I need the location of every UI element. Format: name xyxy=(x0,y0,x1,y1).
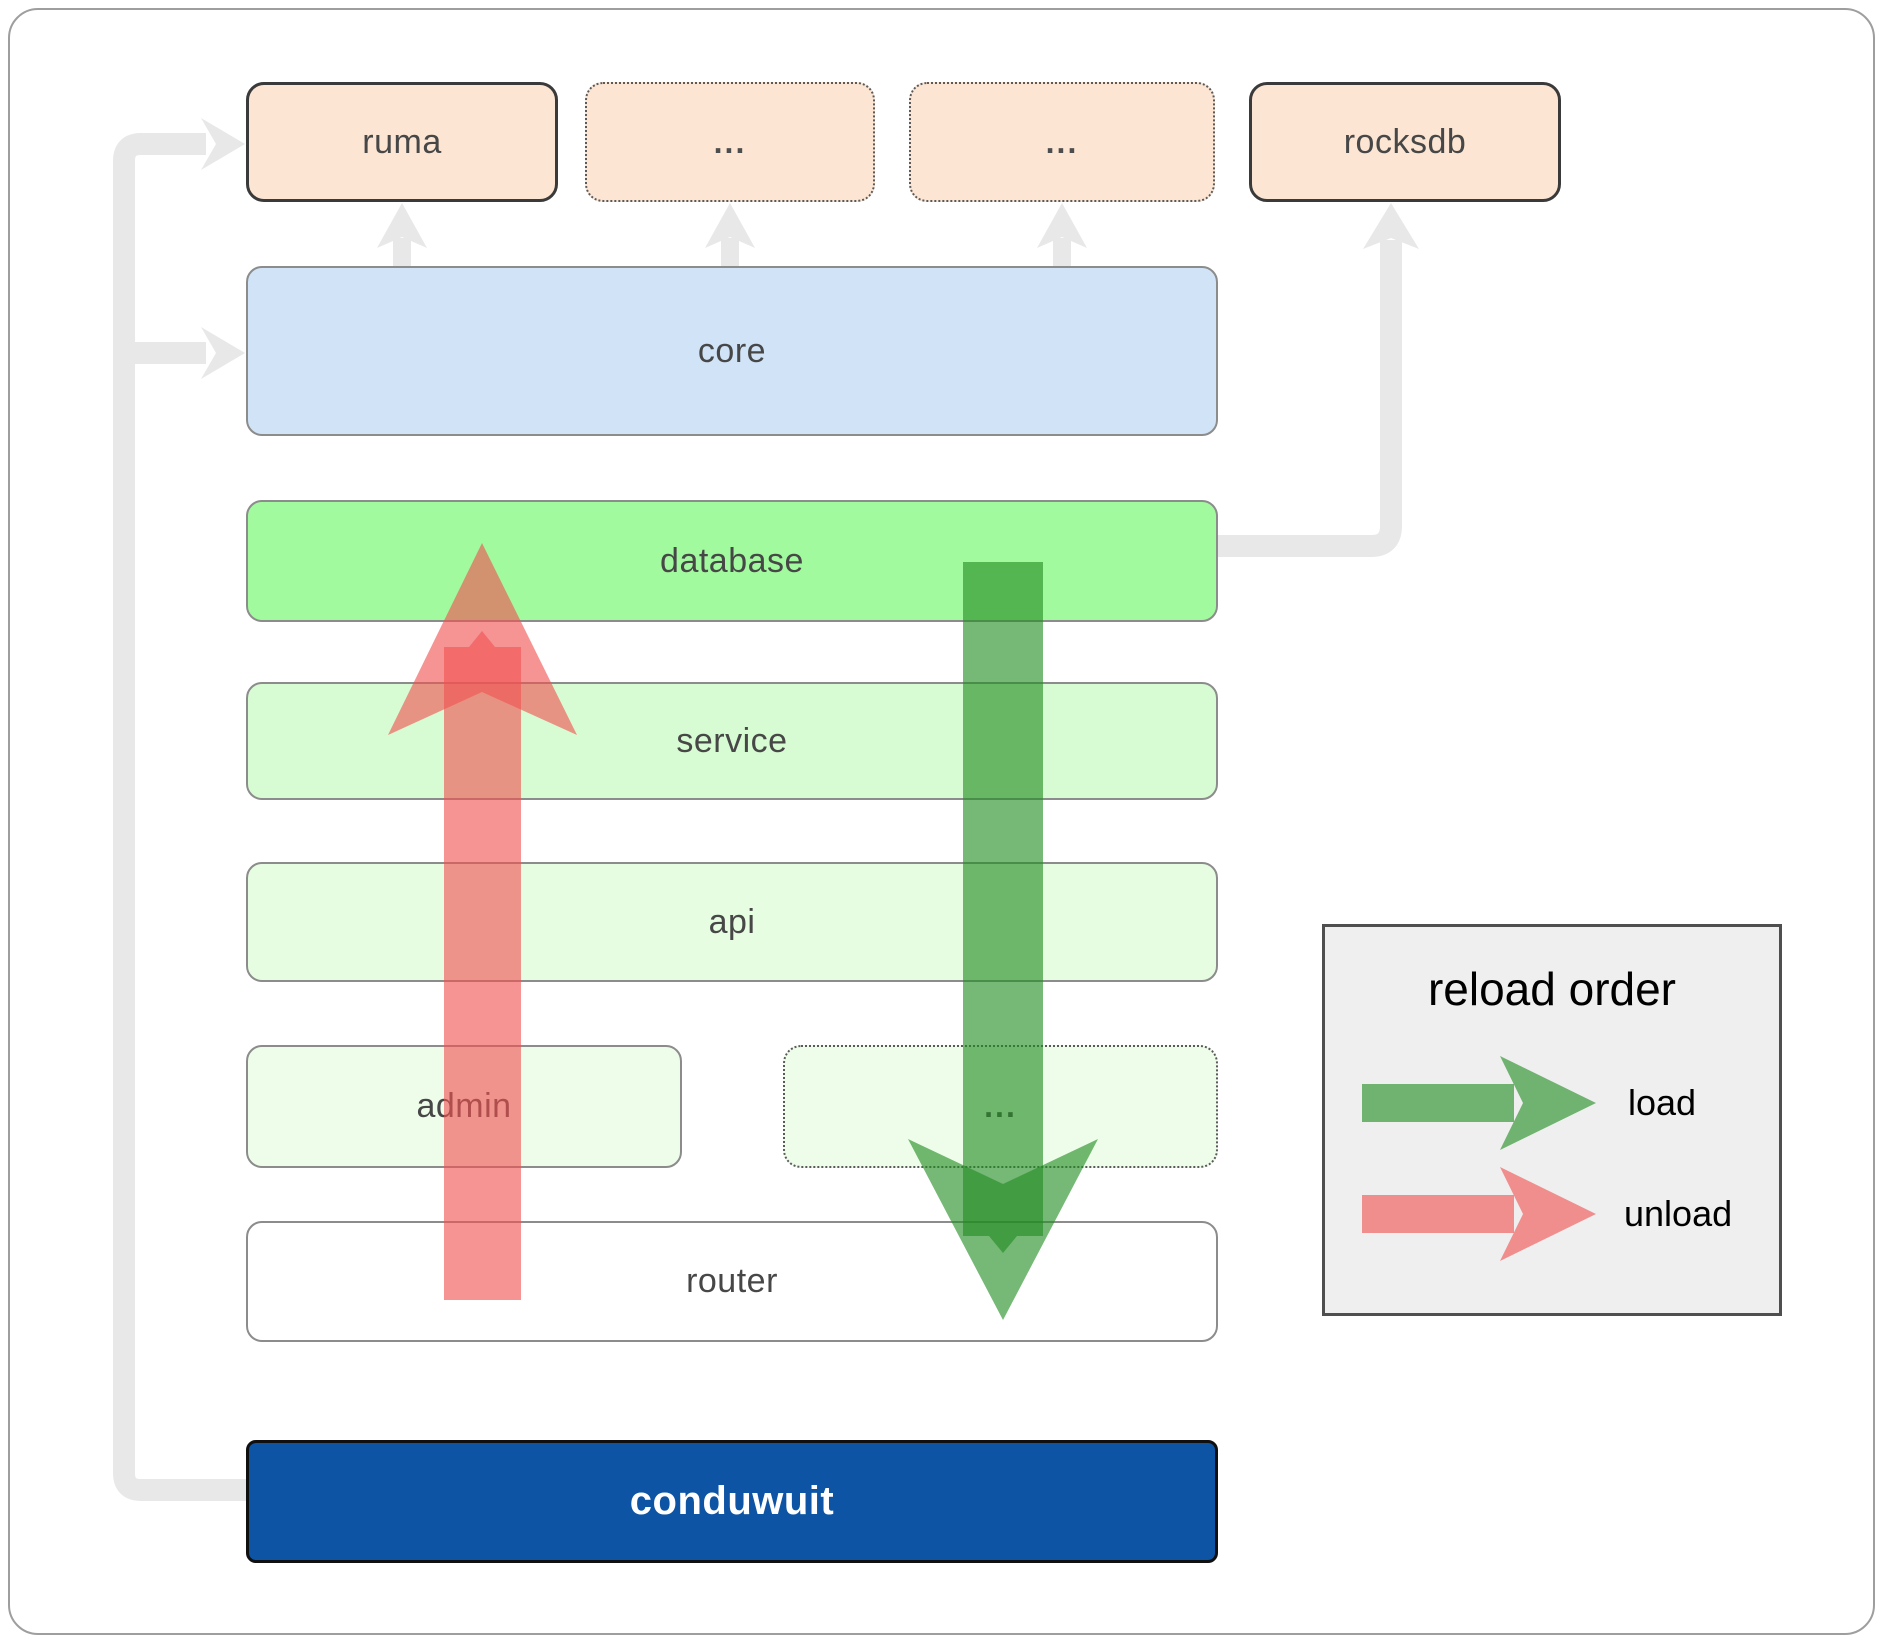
legend-load-arrow-head xyxy=(1500,1056,1596,1150)
legend-load-arrow-icon xyxy=(1362,1056,1596,1150)
legend-unload-label: unload xyxy=(1624,1193,1733,1234)
box-more-crates-a-label: ... xyxy=(713,123,747,160)
arrowhead-to-core-icon xyxy=(201,327,245,379)
box-more-crates-a: ... xyxy=(585,82,875,202)
box-conduwuit-label: conduwuit xyxy=(629,1479,835,1523)
load-arrow-body xyxy=(963,562,1043,1253)
box-more-crates-b-label: ... xyxy=(1045,123,1079,160)
box-more-crates-b: ... xyxy=(909,82,1215,202)
box-rocksdb: rocksdb xyxy=(1249,82,1561,202)
box-api: api xyxy=(246,862,1218,982)
rocksdb-elbow-line xyxy=(1218,240,1402,557)
conduwuit-loop-connector xyxy=(113,118,246,1501)
box-ruma: ruma xyxy=(246,82,558,202)
unload-arrow-body xyxy=(444,631,521,1300)
diagram-outer-frame xyxy=(8,8,1875,1635)
legend-load-arrow-body xyxy=(1362,1084,1514,1122)
database-to-rocksdb-connector xyxy=(1218,203,1419,557)
loop-line xyxy=(113,133,246,1501)
legend-title: reload order xyxy=(1427,963,1677,1015)
arrowhead-to-rocksdb-icon xyxy=(1363,203,1419,249)
legend-unload-arrow-head xyxy=(1500,1167,1596,1261)
load-arrow-head-icon xyxy=(908,1139,1098,1320)
load-arrow xyxy=(908,562,1098,1320)
box-rocksdb-label: rocksdb xyxy=(1343,122,1467,161)
box-conduwuit: conduwuit xyxy=(246,1440,1218,1563)
legend-unload-arrow-body xyxy=(1362,1195,1514,1233)
up-arrowhead-ruma-icon xyxy=(377,203,427,248)
unload-arrow xyxy=(388,543,577,1300)
core-to-top-arrows xyxy=(377,203,1087,266)
box-database-label: database xyxy=(660,541,804,580)
legend-unload-arrow-icon xyxy=(1362,1167,1596,1261)
legend-load-label: load xyxy=(1628,1082,1697,1123)
box-router: router xyxy=(246,1221,1218,1342)
arrowhead-to-ruma-icon xyxy=(201,118,245,170)
box-core: core xyxy=(246,266,1218,436)
up-arrowhead-more-b-icon xyxy=(1037,203,1087,248)
box-core-label: core xyxy=(697,331,767,370)
box-api-label: api xyxy=(708,902,756,941)
box-database: database xyxy=(246,500,1218,622)
box-service-label: service xyxy=(676,721,788,760)
box-router-label: router xyxy=(686,1262,778,1300)
box-ruma-label: ruma xyxy=(362,122,442,161)
up-arrowhead-more-a-icon xyxy=(705,203,755,248)
